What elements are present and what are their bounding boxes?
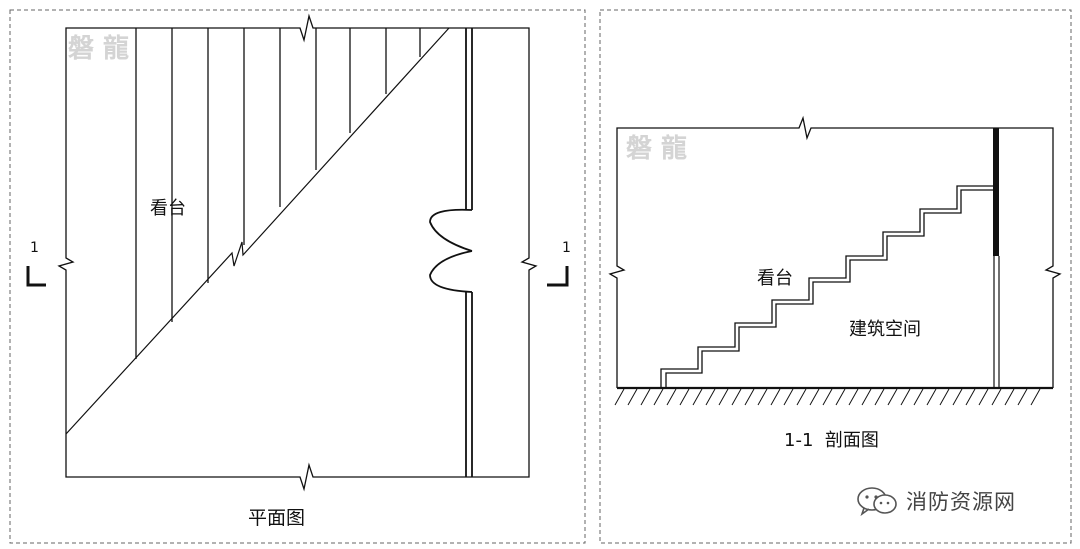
hatch-mark: [640, 388, 651, 406]
hatch-mark: [705, 388, 716, 406]
hatch-mark: [770, 388, 781, 406]
hatch-mark: [796, 388, 807, 406]
section-wall: [993, 128, 1000, 388]
section-space-label: 建筑空间: [849, 319, 921, 340]
hatch-mark: [757, 388, 768, 406]
hatch-mark: [809, 388, 820, 406]
plan-diagonal-break-line: [65, 27, 450, 435]
hatch-mark: [783, 388, 794, 406]
ground-hatch: [614, 388, 1041, 406]
hatch-mark: [835, 388, 846, 406]
hatch-mark: [926, 388, 937, 406]
hatch-mark: [1030, 388, 1041, 406]
hatch-mark: [822, 388, 833, 406]
section-watermark: 磐 龍: [626, 133, 687, 164]
hatch-mark: [939, 388, 950, 406]
hatch-mark: [965, 388, 976, 406]
hatch-mark: [666, 388, 677, 406]
plan-panel: 磐 龍 1: [9, 9, 586, 544]
svg-text:1: 1: [562, 240, 571, 256]
hatch-mark: [731, 388, 742, 406]
hatch-mark: [653, 388, 664, 406]
hatch-mark: [913, 388, 924, 406]
hatch-mark: [874, 388, 885, 406]
section-panel: 磐 龍 看台 建筑空间 1-1 剖面图: [599, 9, 1072, 544]
section-panel-border: [599, 9, 1072, 544]
hatch-mark: [679, 388, 690, 406]
plan-wall-with-door: [429, 28, 473, 477]
svg-text:1: 1: [30, 240, 39, 256]
plan-step-lines: [135, 28, 421, 359]
plan-outline: [57, 13, 538, 492]
hatch-mark: [692, 388, 703, 406]
plan-watermark: 磐 龍: [68, 33, 129, 64]
hatch-mark: [991, 388, 1002, 406]
hatch-mark: [744, 388, 755, 406]
hatch-mark: [952, 388, 963, 406]
plan-panel-border: [9, 9, 586, 544]
hatch-mark: [614, 388, 625, 406]
section-stand-label: 看台: [757, 268, 793, 289]
section-mark-right: 1: [547, 240, 571, 287]
hatch-mark: [887, 388, 898, 406]
plan-title: 平面图: [248, 507, 305, 529]
hatch-mark: [848, 388, 859, 406]
brand-watermark: 消防资源网: [856, 486, 1016, 516]
hatch-mark: [627, 388, 638, 406]
hatch-mark: [1004, 388, 1015, 406]
wechat-icon: [857, 487, 897, 516]
plan-stand-label: 看台: [150, 198, 186, 219]
hatch-mark: [861, 388, 872, 406]
hatch-mark: [1017, 388, 1028, 406]
section-title: 1-1 剖面图: [784, 430, 879, 451]
section-mark-left: 1: [26, 240, 46, 287]
section-outline: [608, 115, 1062, 388]
hatch-mark: [978, 388, 989, 406]
brand-name: 消防资源网: [906, 490, 1016, 514]
section-stairs: [660, 185, 993, 388]
hatch-mark: [900, 388, 911, 406]
hatch-mark: [718, 388, 729, 406]
